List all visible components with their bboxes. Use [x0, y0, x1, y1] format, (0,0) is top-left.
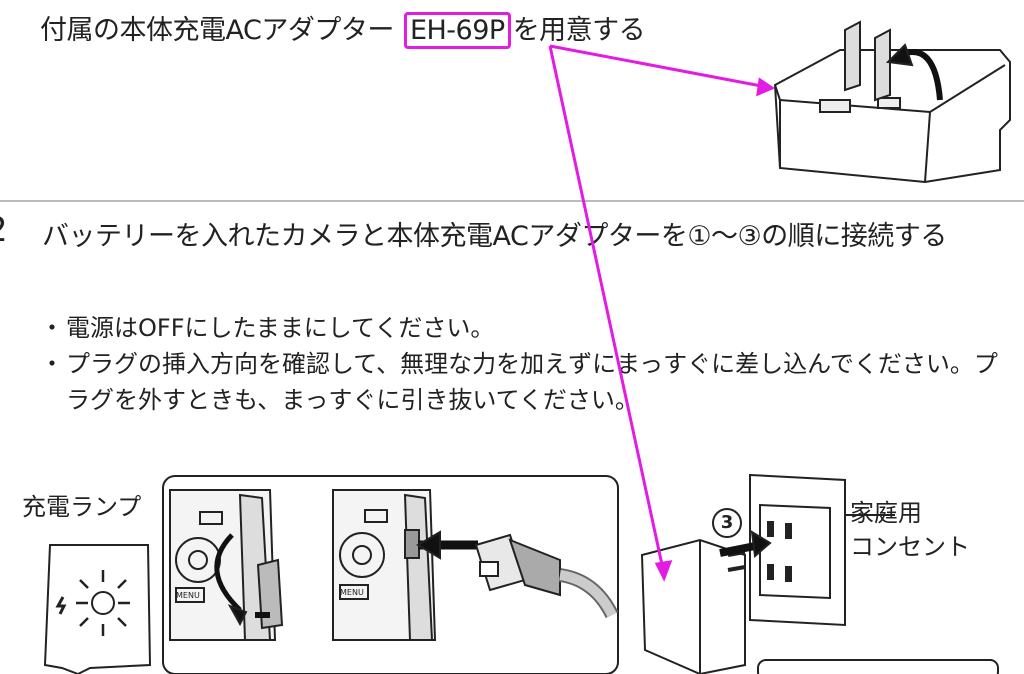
outlet-label: 家庭用 コンセント: [850, 499, 970, 561]
bullet-text: 電源はOFFにしたままにしてください。: [66, 314, 495, 342]
outlet-illustration: [749, 473, 895, 627]
camera-menu-label-1: MENU: [176, 591, 200, 600]
note-box-partial: [757, 659, 999, 674]
bullet-dot: ・: [40, 350, 64, 378]
step1-text-before: 付属の本体充電ACアダプター: [40, 15, 402, 46]
step2-bullet-list: ・ 電源はOFFにしたままにしてください。 ・ プラグの挿入方向を確認して、無理…: [40, 310, 1020, 418]
annotation-arrows: [548, 44, 776, 582]
charge-lamp-label: 充電ランプ: [22, 493, 142, 521]
adapter-plugged-illustration: [640, 530, 772, 674]
charge-lamp-illustration: [43, 544, 152, 674]
camera-menu-label-2: MENU: [340, 588, 364, 597]
model-name: EH-69P: [409, 15, 505, 46]
ac-adapter-illustration: [773, 20, 1011, 184]
step2-number: 2: [0, 210, 8, 250]
section-divider: [0, 200, 1024, 202]
step2-heading: バッテリーを入れたカメラと本体充電ACアダプターを①～③の順に接続する: [42, 221, 947, 252]
model-highlight-box: EH-69P: [403, 12, 511, 50]
bullet-text: プラグの挿入方向を確認して、無理な力を加えずにまっすぐに差し込んでください。プラ…: [66, 350, 998, 414]
bullet-item: ・ プラグの挿入方向を確認して、無理な力を加えずにまっすぐに差し込んでください。…: [40, 346, 1020, 418]
step-marker-3: 3: [712, 508, 742, 538]
camera-connection-illustration: MENU MENU: [162, 475, 619, 674]
bullet-item: ・ 電源はOFFにしたままにしてください。: [40, 310, 1020, 346]
step1-text-after: を用意する: [512, 15, 646, 46]
bullet-dot: ・: [40, 314, 64, 342]
